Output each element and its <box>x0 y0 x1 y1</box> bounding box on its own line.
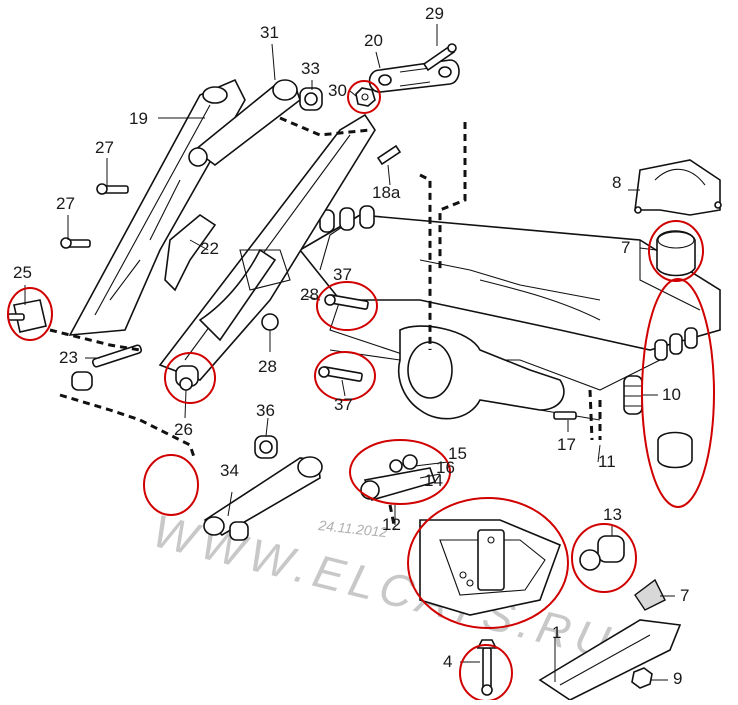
bolt-17 <box>553 411 577 420</box>
differential-housing <box>329 325 601 421</box>
callout-label-c7a: 7 <box>621 238 630 257</box>
bolt-37-upper <box>324 294 369 310</box>
callout-label-c31: 31 <box>260 23 279 42</box>
bracket-22 <box>164 214 217 292</box>
bushing-26 <box>175 365 199 391</box>
callout-label-c30: 30 <box>328 81 347 100</box>
callout-label-c10: 10 <box>662 385 681 404</box>
callout-label-c8: 8 <box>612 173 621 192</box>
callout-label-c28a: 28 <box>300 285 319 304</box>
skid-plate <box>419 519 562 616</box>
callout-label-c27b: 27 <box>56 194 75 213</box>
callout-label-c9: 9 <box>673 669 682 688</box>
callout-label-c37a: 37 <box>333 265 352 284</box>
callout-label-c34: 34 <box>220 461 239 480</box>
bushing-36 <box>254 435 278 459</box>
callout-label-c12: 12 <box>382 515 401 534</box>
link-20 <box>368 59 460 93</box>
callout-label-c13: 13 <box>603 505 622 524</box>
bolt-37-lower <box>318 366 363 382</box>
bracket-25 <box>7 299 47 333</box>
callout-labels: 147789101112131415161718a192022232526272… <box>13 4 689 688</box>
reference-lines <box>49 116 602 531</box>
bushing-28-lower <box>261 313 279 331</box>
trailing-arm-19 <box>68 78 246 336</box>
bolt-27-upper <box>96 183 129 195</box>
subframe <box>298 205 721 391</box>
callout-label-c27a: 27 <box>95 138 114 157</box>
callout-label-c25: 25 <box>13 263 32 282</box>
highlight-circles <box>7 80 715 702</box>
bushing-13 <box>579 535 625 571</box>
callout-label-c11: 11 <box>598 452 616 471</box>
nut-30 <box>355 87 376 107</box>
callout-label-c36: 36 <box>256 401 275 420</box>
buffer-10 <box>623 375 693 469</box>
callout-label-c17: 17 <box>557 435 576 454</box>
callout-label-c33: 33 <box>301 59 320 78</box>
link-12 <box>360 454 437 501</box>
callout-label-c37b: 37 <box>334 395 353 414</box>
callout-label-c4: 4 <box>443 652 452 671</box>
callout-label-c15: 15 <box>448 444 467 463</box>
callout-label-c14: 14 <box>424 471 443 490</box>
bolt-4 <box>476 639 498 696</box>
guard-18a <box>376 144 402 166</box>
frame-arm-22 <box>158 113 376 381</box>
callout-label-c29: 29 <box>425 4 444 23</box>
pin-29 <box>422 43 457 72</box>
date-stamp: 24.11.2012 <box>317 517 389 540</box>
callout-label-c16: 16 <box>436 458 455 477</box>
callout-label-c19: 19 <box>129 109 148 128</box>
callout-label-c20: 20 <box>364 31 383 50</box>
callout-label-c23: 23 <box>59 348 78 367</box>
bolt-23 <box>71 344 143 391</box>
callout-label-c26: 26 <box>174 420 193 439</box>
bracket-1 <box>538 578 682 701</box>
bushing-33 <box>299 87 323 111</box>
callout-label-c7b: 7 <box>680 586 689 605</box>
bolt-27-lower <box>60 237 91 249</box>
callout-label-c1: 1 <box>552 623 561 642</box>
callout-label-c22: 22 <box>200 239 219 258</box>
bushing-7-upper <box>656 230 696 277</box>
mount-8 <box>634 159 722 216</box>
link-arm-31 <box>188 79 301 167</box>
callout-label-c18a: 18a <box>372 183 401 202</box>
nut-9 <box>631 667 653 689</box>
link-arm-34 <box>203 456 323 541</box>
callout-label-c28b: 28 <box>258 357 277 376</box>
